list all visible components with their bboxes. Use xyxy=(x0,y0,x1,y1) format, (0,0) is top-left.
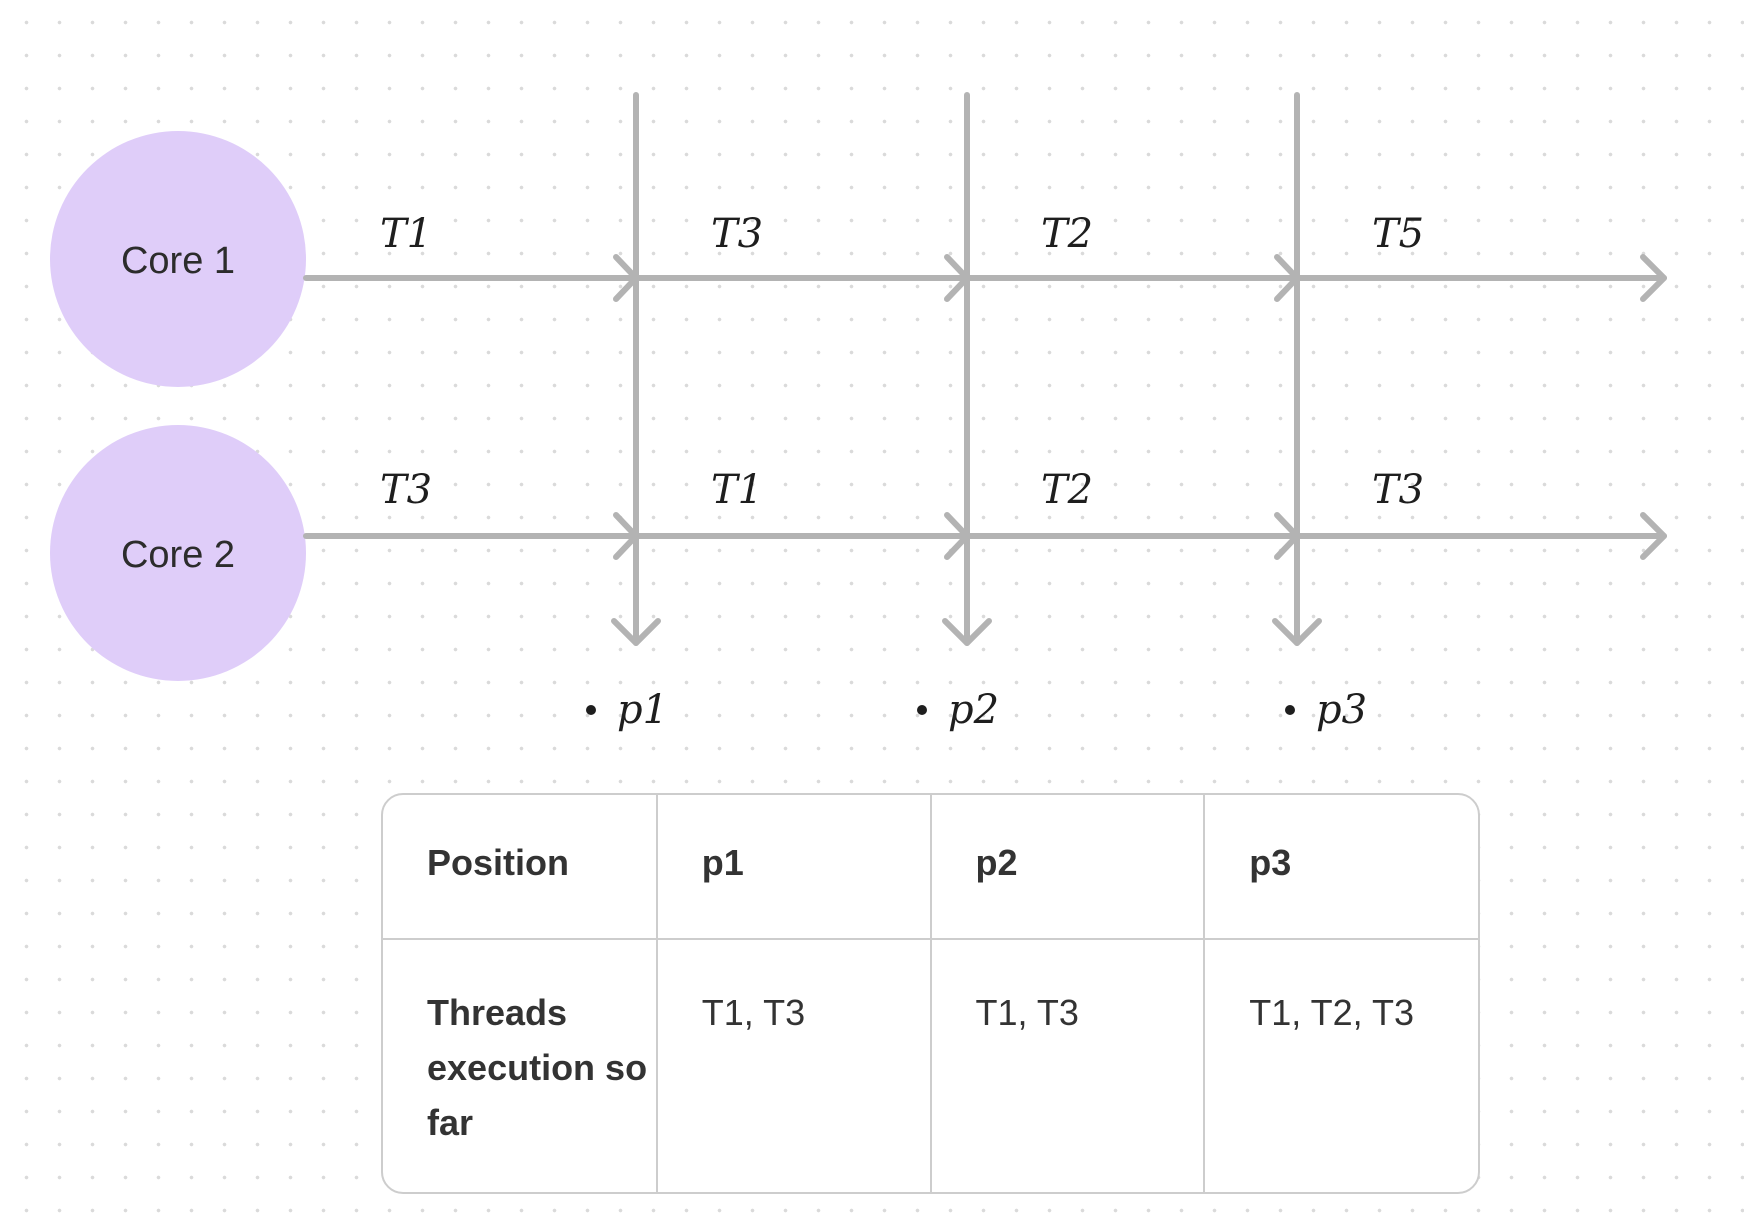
core-1-thread-3: T2 xyxy=(1041,211,1093,257)
core-1: Core 1 xyxy=(50,131,306,387)
core-1-label: Core 1 xyxy=(121,240,235,282)
position-bullet-p1 xyxy=(586,705,596,715)
position-label-p1: p1 xyxy=(617,687,668,733)
core-2-node xyxy=(50,425,306,681)
core-1-arrow-head xyxy=(1640,254,1667,302)
position-arrow-p1 xyxy=(611,618,661,646)
core-1-thread-1: T1 xyxy=(380,211,432,257)
position-bullet-p3 xyxy=(1285,705,1295,715)
core-2: Core 2 xyxy=(50,425,306,681)
table-cell-p3: T1, T2, T3 xyxy=(1249,992,1414,1033)
core-2-label: Core 2 xyxy=(121,534,235,576)
table-cell-p2: T1, T3 xyxy=(930,939,1206,1192)
thread-position-table: Position p1 p2 p3 Threads execution so f… xyxy=(381,793,1480,1194)
core-2-thread-4: T3 xyxy=(1372,467,1424,513)
core-2-thread-2: T1 xyxy=(711,467,763,513)
position-arrow-p3 xyxy=(1272,618,1322,646)
position-label-p2: p2 xyxy=(948,687,999,733)
position-bullet-p2 xyxy=(917,705,927,715)
table-header-position: Position xyxy=(383,795,658,940)
table-header-p1: p1 xyxy=(656,795,932,940)
core-1-thread-2: T3 xyxy=(711,211,763,257)
position-label-p3: p3 xyxy=(1316,687,1367,733)
table-grid: Position p1 p2 p3 Threads execution so f… xyxy=(383,795,1478,1192)
table-header-p2: p2 xyxy=(930,795,1206,940)
table-row-label: Threads execution so far xyxy=(383,939,658,1192)
table-cell-p1: T1, T3 xyxy=(656,939,932,1192)
table-header-row: Position p1 p2 p3 xyxy=(383,795,1478,940)
position-arrow-p2 xyxy=(942,618,992,646)
core-2-arrow-head xyxy=(1640,512,1667,560)
table-row: Threads execution so far T1, T3 T1, T3 T… xyxy=(383,939,1478,1192)
core-1-node xyxy=(50,131,306,387)
table-header-p3: p3 xyxy=(1204,795,1478,940)
core-2-thread-1: T3 xyxy=(380,467,432,513)
core-2-thread-3: T2 xyxy=(1041,467,1093,513)
core-1-thread-4: T5 xyxy=(1372,211,1424,257)
